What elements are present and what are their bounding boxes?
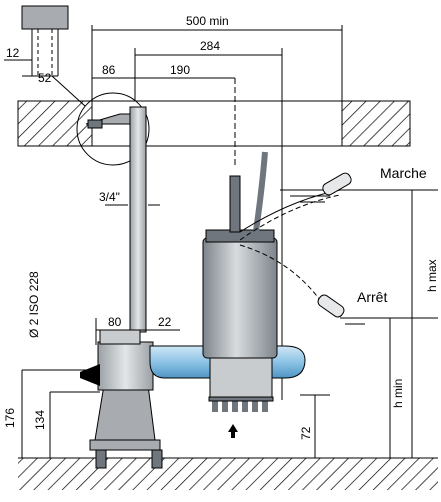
- floor-slab: [18, 457, 438, 490]
- riser-pipe: [129, 106, 147, 333]
- pump-body: [202, 151, 278, 438]
- dim-284: 284: [200, 39, 220, 53]
- dim-72: 72: [299, 426, 313, 440]
- dim-22: 22: [158, 315, 172, 329]
- dim-hmin: h min: [391, 379, 405, 408]
- dim-176: 176: [3, 408, 17, 428]
- dim-134: 134: [33, 410, 47, 430]
- dim-hmax: h max: [425, 259, 439, 292]
- dim-500: 500 min: [186, 14, 229, 28]
- discharge-elbow: [80, 329, 154, 391]
- label-marche: Marche: [380, 165, 427, 181]
- float-switches: [239, 172, 352, 318]
- pump-foot: [89, 384, 163, 469]
- detail-circle: [76, 92, 150, 166]
- bracket-detail: [4, 5, 69, 77]
- dim-86: 86: [102, 63, 116, 77]
- ceiling-slab: [17, 100, 411, 147]
- dim-80: 80: [108, 315, 122, 329]
- dim-3-4: 3/4": [99, 190, 120, 204]
- label-arret: Arrêt: [357, 289, 387, 305]
- dim-52: 52: [38, 71, 52, 85]
- dim-190: 190: [170, 63, 190, 77]
- dim-iso: Ø 2 ISO 228: [27, 271, 41, 338]
- dim-12: 12: [6, 46, 20, 60]
